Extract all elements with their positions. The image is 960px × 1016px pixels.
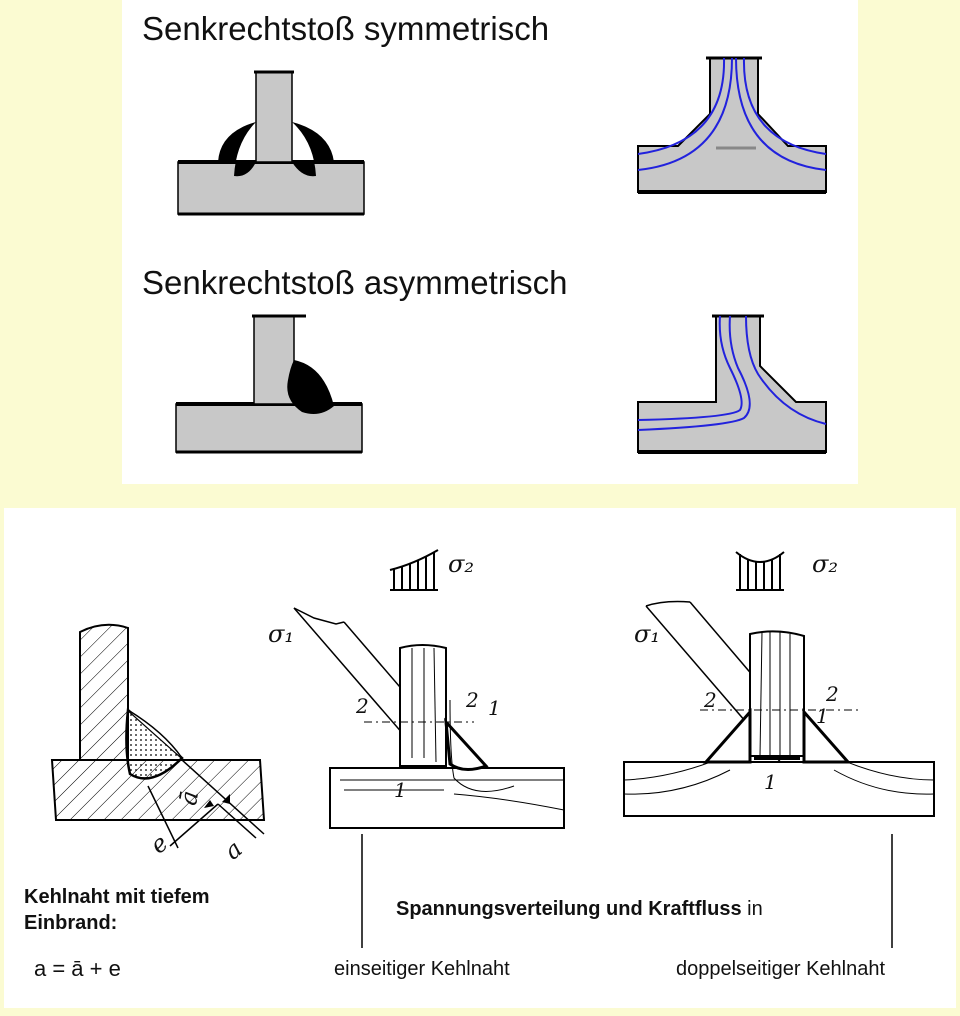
sigma1-right: σ₁	[634, 620, 661, 648]
base-plate	[177, 161, 365, 215]
mark-1-left-b: 1	[394, 778, 407, 802]
formula: a = ā + e	[34, 956, 121, 981]
caption-einseitig: einseitiger Kehlnaht	[334, 958, 510, 980]
flow-lines-asym	[637, 315, 827, 431]
mark-2-right-b: 2	[826, 682, 839, 706]
caption-doppelseitig: doppelseitiger Kehlnaht	[676, 958, 886, 980]
symmetric-tjoint-diagram	[177, 70, 365, 216]
mark-2-left-a: 2	[356, 694, 369, 718]
caption-leaders	[361, 834, 893, 948]
sigma1-left: σ₁	[268, 620, 295, 648]
deep-penetration-fillet-diagram	[50, 623, 266, 849]
sigma2-right: σ₂	[812, 550, 839, 578]
kehlnaht-title: Kehlnaht mit tiefem Einbrand:	[24, 886, 210, 934]
mark-1-left-a: 1	[488, 696, 501, 720]
web-plate	[255, 71, 293, 163]
double-fillet-stress-diagram	[623, 551, 935, 817]
spannung-caption: Spannungsverteilung und Kraftfluss in	[396, 898, 763, 921]
mark-2-right-a: 2	[704, 688, 717, 712]
heading-asymmetric: Senkrechtstoß asymmetrisch	[142, 264, 568, 301]
mark-1-right-b: 1	[764, 770, 777, 794]
right-fillet-weld	[292, 122, 334, 177]
spannung-in: in	[741, 898, 763, 920]
spannung-bold: Spannungsverteilung und Kraftfluss	[396, 898, 742, 920]
top-panel: Senkrechtstoß symmetrisch Senkrechtstoß …	[122, 0, 858, 484]
mark-2-left-b: 2	[466, 688, 479, 712]
heading-symmetric: Senkrechtstoß symmetrisch	[142, 10, 550, 47]
bottom-panel: e ā a Kehlnaht mit tiefem Einbrand: a = …	[4, 508, 956, 1008]
single-fillet-stress-diagram	[293, 549, 565, 829]
penetration-weld	[125, 707, 184, 780]
left-fillet-weld	[218, 122, 256, 177]
asymmetric-tjoint-diagram	[175, 314, 363, 454]
flow-lines	[637, 57, 827, 171]
symmetric-force-flow-diagram	[637, 56, 827, 194]
asymmetric-force-flow-diagram	[637, 314, 827, 454]
sigma2-left: σ₂	[448, 550, 475, 578]
mark-1-right-a: 1	[816, 704, 829, 728]
single-weld	[287, 360, 334, 414]
